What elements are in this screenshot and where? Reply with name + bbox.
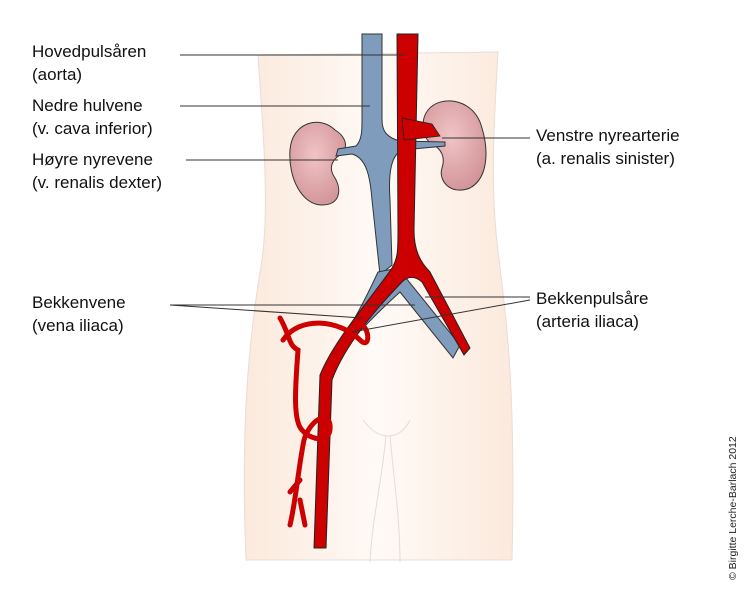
- label-aorta: Hovedpulsåren (aorta): [32, 40, 146, 86]
- label-name: Bekkenvene: [32, 293, 126, 312]
- label-name: Venstre nyrearterie: [536, 126, 680, 145]
- label-iliac-vein: Bekkenvene (vena iliaca): [32, 291, 126, 337]
- label-latin: (a. renalis sinister): [536, 149, 675, 168]
- label-right-renal-vein: Høyre nyrevene (v. renalis dexter): [32, 148, 162, 194]
- label-iliac-artery: Bekkenpulsåre (arteria iliaca): [536, 287, 648, 333]
- label-name: Bekkenpulsåre: [536, 289, 649, 308]
- label-latin: (aorta): [32, 65, 83, 84]
- renal-artery: [401, 117, 441, 141]
- label-name: Høyre nyrevene: [32, 150, 153, 169]
- label-name: Hovedpulsåren: [32, 42, 147, 61]
- copyright: © Birgitte Lerche-Barlach 2012: [727, 436, 739, 580]
- femoral-branches: [277, 315, 371, 528]
- label-latin: (v. renalis dexter): [32, 173, 163, 192]
- label-latin: (vena iliaca): [32, 316, 124, 335]
- leader-lines: [169, 54, 531, 333]
- label-name: Nedre hulvene: [32, 96, 143, 115]
- vena-cava: [335, 33, 446, 276]
- groin-outline: [362, 419, 411, 563]
- label-latin: (v. cava inferior): [32, 119, 153, 138]
- label-vena-cava: Nedre hulvene (v. cava inferior): [32, 94, 153, 140]
- aorta: [313, 33, 471, 549]
- label-left-renal-artery: Venstre nyrearterie (a. renalis sinister): [536, 124, 680, 170]
- label-latin: (arteria iliaca): [536, 312, 639, 331]
